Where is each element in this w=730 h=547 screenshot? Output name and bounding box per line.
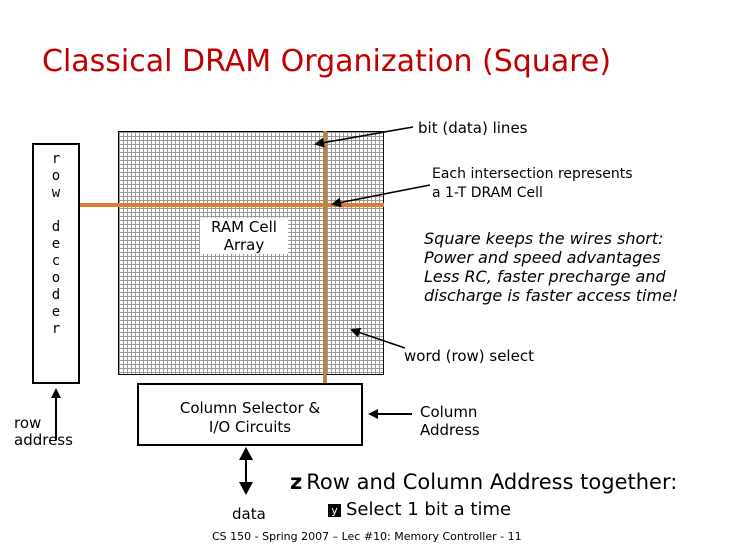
intersection-line1: Each intersection represents (432, 166, 633, 182)
row-decoder-box: r o w d e c o d e r (32, 143, 80, 384)
row-address-line2: address (14, 431, 73, 449)
word-select-label: word (row) select (404, 347, 534, 365)
data-arrow-up-head (239, 447, 253, 460)
row-address-line1: row (14, 414, 42, 432)
decoder-letter: e (51, 236, 61, 252)
decoder-letter: r (51, 151, 61, 167)
bullet-symbol: z (290, 470, 303, 494)
square-note: Square keeps the wires short: Power and … (424, 229, 678, 305)
bullet-sub-text: Select 1 bit a time (346, 499, 512, 520)
decoder-letter: e (51, 304, 61, 320)
sub-bullet-symbol: y (328, 504, 341, 517)
decoder-letter: o (51, 270, 61, 286)
slide-footer: CS 150 - Spring 2007 – Lec #10: Memory C… (212, 530, 522, 543)
intersection-pointer (331, 184, 431, 208)
square-line2: Power and speed advantages (424, 248, 661, 267)
column-selector-box: Column Selector & I/O Circuits (137, 383, 363, 446)
ram-cell-line2: Array (223, 236, 265, 254)
square-line3: Less RC, faster precharge and (424, 267, 666, 286)
decoder-letter: w (51, 185, 61, 201)
row-decoder-letters: r o w d e c o d e r (34, 145, 78, 338)
column-address-line1: Column (420, 403, 478, 421)
data-label: data (232, 505, 266, 523)
column-address-label: Column Address (420, 403, 480, 439)
bullet-sub: y Select 1 bit a time (328, 499, 511, 520)
decoder-letter: o (51, 168, 61, 184)
bullet-main-text: Row and Column Address together: (306, 470, 678, 494)
intersection-note: Each intersection represents a 1-T DRAM … (432, 165, 633, 203)
word-select-pointer (350, 327, 406, 349)
square-line4: discharge is faster access time! (424, 286, 679, 305)
decoder-letter: d (51, 219, 61, 235)
highlighted-bit-line (323, 131, 327, 383)
decoder-letter: d (51, 287, 61, 303)
decoder-letter: c (51, 253, 61, 269)
column-selector-line1: Column Selector & (179, 399, 321, 417)
highlighted-word-line (80, 203, 384, 207)
ram-cell-array-grid (118, 131, 384, 375)
column-address-line2: Address (420, 421, 480, 439)
bit-lines-label: bit (data) lines (418, 119, 528, 137)
row-address-label: row address (14, 415, 73, 449)
page-title: Classical DRAM Organization (Square) (42, 44, 612, 79)
intersection-line2: a 1-T DRAM Cell (432, 185, 543, 201)
column-selector-line2: I/O Circuits (208, 418, 292, 436)
data-arrow-down-head (239, 482, 253, 495)
ram-cell-line1: RAM Cell (211, 218, 277, 236)
square-line1: Square keeps the wires short: (424, 229, 664, 248)
ram-cell-array-label: RAM Cell Array (200, 218, 288, 254)
decoder-letter: r (51, 321, 61, 337)
bit-lines-pointer (314, 126, 414, 148)
